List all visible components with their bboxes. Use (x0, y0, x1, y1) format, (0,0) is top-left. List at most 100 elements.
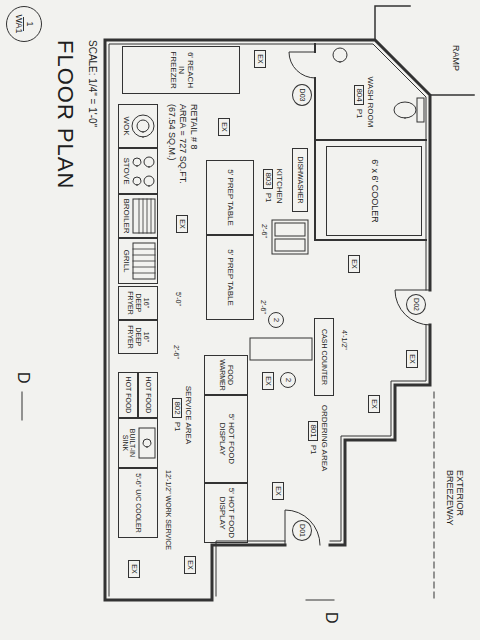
burner (144, 176, 154, 186)
cooking-equipment: BROILER (118, 194, 158, 238)
room-number: 802 (172, 398, 183, 417)
room-tag-row: 802P1 (172, 398, 183, 431)
grill-plate (133, 249, 155, 273)
kitchen-sink (272, 220, 308, 254)
dimension-text: 2'-6" (172, 345, 180, 359)
plan-note: (67.54 SQ.M.) (166, 104, 176, 161)
section-letter: D (322, 612, 340, 624)
equipment-box: DISHWASHER (292, 148, 308, 212)
node-label: D02 (412, 298, 420, 311)
node-label: STOVE (121, 158, 130, 185)
burner (133, 158, 141, 166)
door-swing (285, 52, 430, 545)
ramp-edge (375, 6, 474, 95)
node-label: DISHWASHER (296, 156, 304, 203)
grill-plate (133, 243, 155, 279)
finish-code: P1 (173, 422, 182, 432)
room-tag-row: 804P1 (354, 85, 365, 118)
wall-inner-line (109, 44, 426, 596)
node-label: EX (178, 219, 186, 228)
room-tag: ORDERING AREA801P1 (302, 400, 334, 476)
detail-callout: 1WA1 (6, 6, 42, 42)
node-label: EX (350, 259, 358, 268)
room-number: 804 (354, 85, 365, 104)
node-label: 6' x 6' COOLER (369, 159, 379, 222)
plan-note: RETAIL # 8 (188, 104, 198, 150)
equipment-box: 5'-6" U/C COOLER (118, 468, 158, 538)
room-tag: KITCHEN803P1 (258, 158, 288, 214)
node-label: 5' HOT FOOD DISPLAY (217, 398, 235, 480)
toilet-bowl (394, 102, 416, 118)
node-label: 5'-6" U/C COOLER (134, 473, 142, 532)
room-tag: SERVICE AREA802P1 (166, 378, 198, 452)
node-label: FOOD WARMER (218, 358, 233, 392)
room-tag: WASH ROOM804P1 (346, 70, 382, 134)
room-name: SERVICE AREA (184, 386, 193, 445)
equipment-box: FOOD WARMER (204, 355, 248, 395)
exit-sign: EX (128, 560, 140, 578)
node-label: 5' PREP TABLE (226, 169, 235, 226)
equipment-box: 16" DEEP FRYER (118, 320, 158, 354)
door-tag: D02 (406, 294, 426, 315)
interior-wall (315, 44, 426, 240)
dimension-text: 4'-1/2" (340, 330, 348, 350)
burner (144, 157, 154, 167)
dimension-text: 2'-6" (260, 224, 268, 238)
node-label: D03 (298, 89, 306, 102)
node-label: 5' HOT FOOD DISPLAY (217, 486, 235, 540)
node-label: 16" DEEP FRYER (126, 323, 149, 351)
dimension-text: 2'-6" (259, 300, 267, 314)
node-label: EX (264, 376, 272, 385)
node-label: WA1 (14, 14, 24, 33)
room-number: 803 (263, 169, 274, 188)
wok-symbol (137, 120, 149, 132)
node-label: EX (408, 354, 416, 363)
node-label: WOK (121, 116, 130, 135)
cooking-equipment: STOVE (118, 148, 158, 194)
finish-code: P1 (309, 445, 318, 455)
node-label: EX (370, 399, 378, 408)
node-label: 16" DEEP FRYER (126, 289, 149, 317)
room-number: 801 (308, 421, 319, 440)
node-label: D01 (298, 524, 306, 537)
node-label: CASH COUNTER (320, 329, 328, 385)
exit-sign: EX (184, 556, 196, 574)
toilet-tank (417, 98, 424, 122)
cooking-equipment: BUILT-IN SINK (118, 418, 158, 468)
exterior-wall (105, 40, 430, 600)
equipment-box: 5' HOT FOOD DISPLAY (204, 483, 248, 543)
node-label: 2 (272, 318, 281, 322)
equipment-box: CASH COUNTER (314, 318, 334, 396)
node-label: HOT FOOD (124, 377, 132, 414)
wok-symbol (132, 115, 154, 137)
drawing-title: FLOOR PLAN (52, 40, 78, 189)
node-label: EX (130, 564, 138, 573)
node-label: EX (186, 560, 194, 569)
finish-code: P1 (355, 109, 364, 119)
cooking-equipment: WOK (118, 104, 158, 148)
section-mark (22, 392, 334, 600)
section-letter: D (14, 372, 32, 384)
counter-strip (250, 338, 312, 360)
dimension-text: 12'-1/2" WORK SERVICE (164, 470, 172, 550)
exit-sign: EX (368, 395, 380, 413)
dimension-text: 5'-0" (174, 292, 182, 306)
callout-number: 2 (280, 372, 296, 388)
broiler-grate (139, 199, 151, 233)
room-name: KITCHEN (275, 168, 284, 203)
node-label: 2 (284, 378, 293, 382)
exit-sign: EX (254, 50, 266, 68)
room-name: WASH ROOM (366, 77, 375, 128)
plan-note: EXTERIOR BREEZEWAY (444, 470, 464, 550)
node-label: EX (220, 122, 228, 131)
scale-note: SCALE: 1/4" = 1'-0" (87, 40, 98, 127)
door-tag: D03 (292, 84, 312, 106)
room-name: ORDERING AREA (320, 405, 329, 472)
equipment-box: 5' PREP TABLE (206, 160, 254, 235)
node-label: 5' PREP TABLE (226, 249, 235, 306)
equipment-box: 5' PREP TABLE (206, 235, 254, 320)
exit-sign: EX (406, 350, 418, 368)
equipment-box: 6' REACH IN FREEZER (122, 46, 240, 94)
sink-bowl (275, 239, 305, 251)
